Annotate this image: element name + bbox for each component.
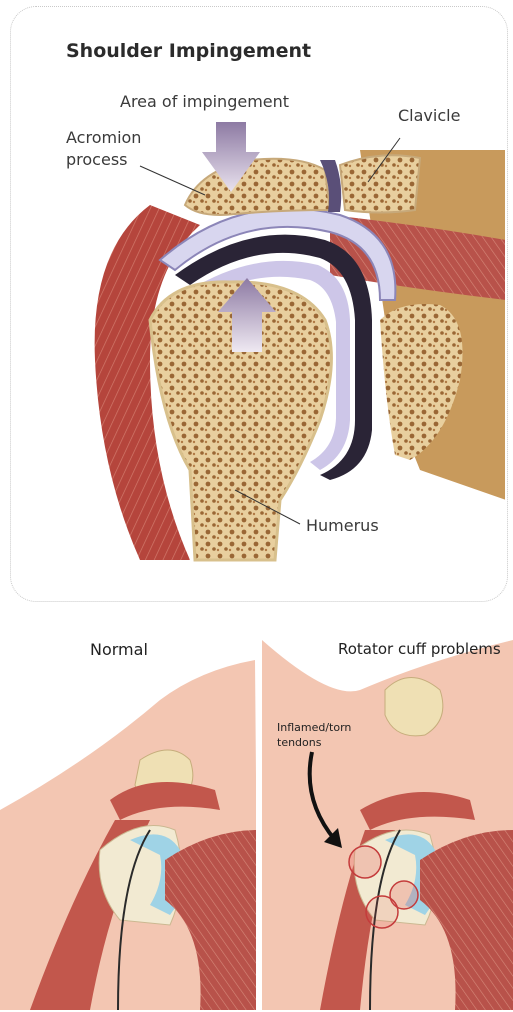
- inflammation-circle: [349, 846, 381, 878]
- rotator-cuff-problems-label: Rotator cuff problems: [338, 640, 501, 658]
- acromion-bone: [185, 159, 330, 215]
- inflamed-label-line1: Inflamed/torn: [277, 721, 351, 735]
- normal-label: Normal: [90, 640, 148, 659]
- clavicle-bone: [340, 155, 420, 212]
- acromion-pointer: [140, 166, 205, 195]
- figure-title: Shoulder Impingement: [66, 40, 311, 62]
- acromion-label-line2: process: [66, 150, 127, 170]
- shoulder-cross-section: [95, 122, 506, 560]
- inflamed-label-line2: tendons: [277, 736, 321, 750]
- inflammation-circle: [366, 896, 398, 928]
- acromion-label-line1: Acromion: [66, 128, 141, 148]
- area-of-impingement-label: Area of impingement: [120, 92, 289, 112]
- humerus-label: Humerus: [306, 516, 379, 536]
- clavicle-label: Clavicle: [398, 106, 460, 126]
- normal-shoulder-figure: [0, 660, 258, 1010]
- rotator-cuff-problem-figure: [262, 640, 513, 1010]
